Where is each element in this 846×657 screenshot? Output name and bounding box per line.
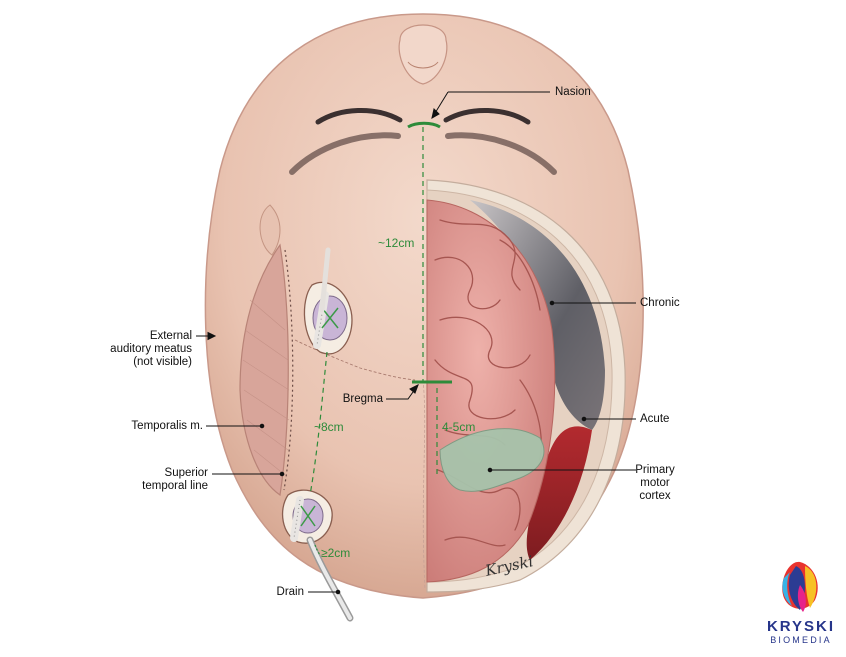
- superior-temporal-line: [283, 249, 294, 491]
- chronic-label: Chronic: [640, 297, 680, 309]
- external-auditory-meatus-label: External auditory meatus (not visible): [110, 330, 192, 368]
- left-eye: [315, 108, 403, 125]
- right-eye: [443, 108, 531, 125]
- drain-catheter: [319, 247, 331, 313]
- primary-motor-cortex-label: Primary motor cortex: [635, 464, 675, 502]
- logo-sub: BIOMEDIA: [770, 635, 832, 645]
- burr-hole-spacing: ~8cm: [314, 420, 344, 434]
- leader-lines: [196, 91, 636, 595]
- lower-burr-hole: [281, 489, 333, 544]
- logo-name: KRYSKI: [766, 618, 836, 635]
- coronal-suture: [294, 339, 416, 381]
- measurement-lines: [309, 121, 452, 556]
- nasion-label: Nasion: [555, 86, 591, 98]
- drain-distance: ≥2cm: [321, 546, 351, 560]
- bregma-motor-distance: 4-5cm: [442, 420, 476, 434]
- primary-motor-cortex: [439, 428, 545, 492]
- chronic-hematoma: [470, 200, 605, 430]
- nasion-bregma-distance: ~12cm: [378, 236, 415, 250]
- drain-label: Drain: [276, 586, 304, 598]
- temporalis-muscle: [239, 243, 289, 497]
- superior-temporal-line-label: Superior temporal line: [142, 467, 208, 492]
- temporalis-label: Temporalis m.: [131, 420, 203, 432]
- left-eyebrow: [289, 132, 401, 175]
- kryski-logo-mark: [782, 561, 818, 612]
- kryski-biomedia-logo: KRYSKI BIOMEDIA: [766, 560, 836, 645]
- nose: [398, 24, 448, 85]
- right-eyebrow: [445, 132, 557, 175]
- acute-hematoma: [526, 426, 592, 560]
- bregma-label: Bregma: [342, 393, 383, 405]
- left-ear: [259, 204, 281, 256]
- acute-label: Acute: [640, 413, 670, 425]
